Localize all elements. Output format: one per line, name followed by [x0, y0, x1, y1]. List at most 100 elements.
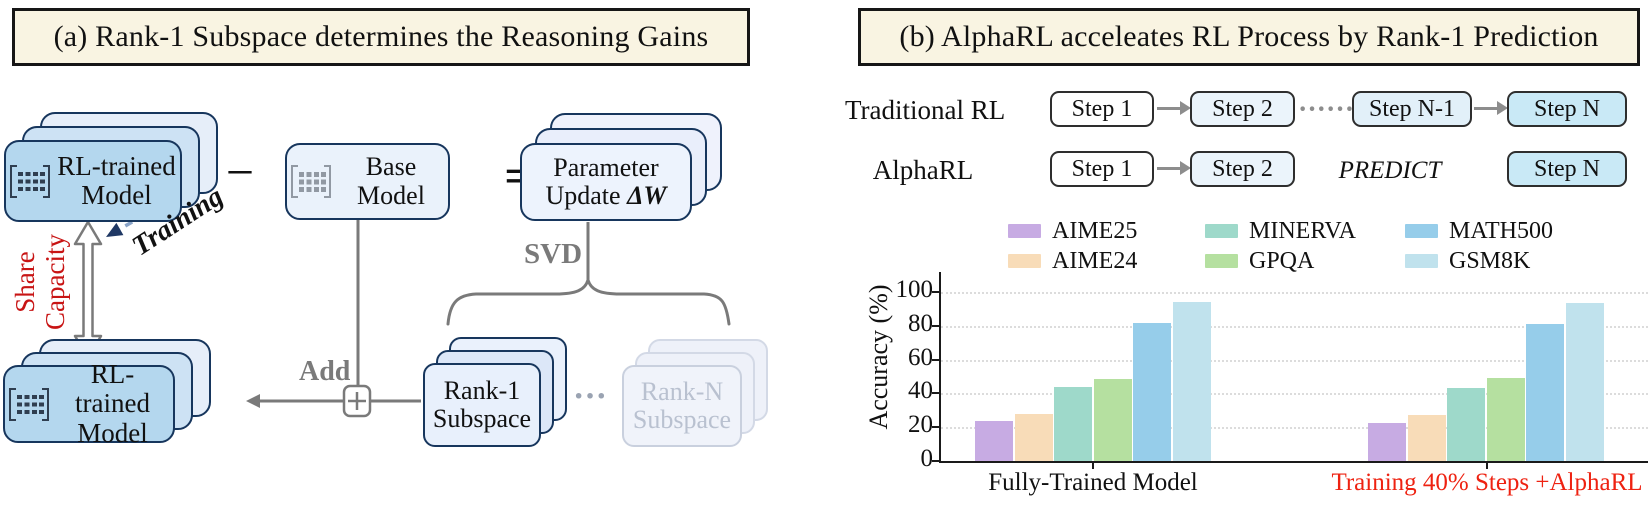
- panel-b-title-box: (b) AlphaRL acceleates RL Process by Ran…: [858, 8, 1640, 66]
- y-tick-label: 100: [895, 276, 934, 303]
- matrix-icon: [9, 387, 49, 421]
- minus-sign: −: [225, 144, 255, 200]
- rank1-subspace-label: Rank-1 Subspace: [432, 375, 532, 433]
- panel-a: (a) Rank-1 Subspace determines the Reaso…: [0, 0, 800, 507]
- panel-a-title-box: (a) Rank-1 Subspace determines the Reaso…: [12, 8, 750, 66]
- bar-math500-0: [1133, 322, 1172, 462]
- x-tick-mark: [1092, 462, 1094, 469]
- category-label: Training 40% Steps +AlphaRL: [1331, 469, 1643, 496]
- y-tick-label: 40: [908, 377, 933, 405]
- bar-minerva-0: [1054, 386, 1093, 462]
- base-model-card: Base Model: [285, 143, 450, 220]
- step-box: Step N-1: [1352, 91, 1472, 127]
- svd-brace: [446, 274, 731, 326]
- step-box: Step 1: [1050, 151, 1154, 187]
- legend-label: AIME25: [1052, 217, 1138, 244]
- matrix-icon: [10, 164, 50, 198]
- step-box: Step N: [1507, 91, 1627, 127]
- y-tick-mark: [932, 358, 941, 361]
- bar-minerva-1: [1447, 388, 1486, 462]
- rl-trained-model-label: RL-trained Model: [75, 359, 150, 448]
- step-arrow-icon: [1157, 167, 1181, 170]
- legend-label: MATH500: [1449, 217, 1554, 244]
- base-model-label: Base Model: [357, 152, 425, 210]
- add-label: Add: [299, 356, 351, 387]
- bar-gsm8k-0: [1173, 302, 1211, 462]
- legend-item-math500: MATH500: [1405, 216, 1553, 246]
- bar-aime24-0: [1014, 413, 1053, 462]
- rankn-subspace-label: Rank-N Subspace: [632, 376, 732, 434]
- legend-label: GPQA: [1249, 247, 1315, 274]
- parameter-update-line2: Update ΔW: [545, 181, 667, 210]
- step-box: Step 1: [1050, 91, 1154, 127]
- y-tick-mark: [932, 291, 941, 293]
- legend-swatch: [1205, 224, 1238, 238]
- svd-label: SVD: [524, 238, 583, 270]
- y-tick-label: 0: [920, 445, 934, 472]
- steps-ellipsis: ······: [1298, 94, 1355, 125]
- matrix-icon: [291, 165, 331, 198]
- y-axis: [939, 272, 942, 463]
- step-arrow-icon: [1157, 107, 1181, 110]
- y-tick-label: 80: [908, 309, 933, 337]
- gridline: [941, 359, 1648, 362]
- gridline: [941, 427, 1648, 430]
- bar-math500-1: [1526, 324, 1565, 462]
- y-tick-mark: [932, 426, 941, 429]
- training-arrowhead-icon: [106, 222, 124, 237]
- bar-aime25-1: [1368, 422, 1406, 462]
- legend-item-aime24: AIME24: [1008, 246, 1159, 276]
- legend-swatch: [1405, 224, 1438, 238]
- legend-label: AIME24: [1052, 247, 1138, 274]
- bar-gpqa-0: [1093, 379, 1132, 462]
- legend-swatch: [1008, 254, 1041, 268]
- rl-trained-model-card: RL-trained Model: [4, 140, 182, 222]
- share-double-arrow-icon: [73, 220, 103, 360]
- category-label: Fully-Trained Model: [988, 469, 1198, 496]
- alpharl-label: AlphaRL: [872, 155, 974, 185]
- legend-item-gsm8k: GSM8K: [1405, 246, 1553, 276]
- legend-item-minerva: MINERVA: [1205, 216, 1359, 246]
- subspace-ellipsis: ···: [572, 378, 608, 415]
- legend-item-gpqa: GPQA: [1205, 246, 1359, 276]
- legend-label: MINERVA: [1249, 217, 1356, 244]
- y-tick-label: 60: [908, 343, 933, 371]
- share-capacity-label: Share Capacity: [10, 234, 70, 330]
- legend-swatch: [1008, 224, 1041, 238]
- y-tick-mark: [932, 392, 941, 395]
- step-box: Step 2: [1190, 91, 1295, 127]
- gridline: [941, 325, 1648, 328]
- rank1-subspace-card: Rank-1 Subspace: [423, 363, 541, 447]
- gridline: [941, 393, 1648, 396]
- y-tick-mark: [932, 324, 941, 327]
- x-axis: [939, 460, 1648, 463]
- panel-b-title: (b) AlphaRL acceleates RL Process by Ran…: [899, 20, 1599, 53]
- step-arrow-icon: [1474, 107, 1498, 110]
- rl-trained-model-label: RL-trained Model: [57, 150, 176, 210]
- gridline: [941, 292, 1648, 294]
- bar-gpqa-1: [1486, 378, 1525, 462]
- panel-a-title: (a) Rank-1 Subspace determines the Reaso…: [53, 20, 709, 53]
- legend-label: GSM8K: [1449, 247, 1531, 274]
- step-box: Step 2: [1190, 151, 1295, 187]
- delta-w: ΔW: [627, 181, 667, 210]
- parameter-update-card: Parameter Update ΔW: [520, 143, 692, 221]
- rl-trained-model-card: RL-trained Model: [3, 360, 175, 447]
- plus-icon: [348, 392, 366, 410]
- bar-aime24-1: [1407, 414, 1446, 462]
- predict-label: PREDICT: [1338, 157, 1442, 184]
- x-tick-mark: [1486, 462, 1488, 469]
- legend-item-aime25: AIME25: [1008, 216, 1159, 246]
- parameter-update-line1: Parameter: [553, 152, 659, 182]
- bar-aime25-0: [975, 420, 1013, 462]
- y-tick-label: 20: [908, 411, 933, 439]
- rankn-subspace-card: Rank-N Subspace: [622, 365, 742, 447]
- bar-gsm8k-1: [1566, 302, 1604, 462]
- step-box: Step N: [1507, 151, 1627, 187]
- y-tick-mark: [932, 460, 941, 462]
- legend-swatch: [1205, 254, 1238, 268]
- legend-swatch: [1405, 254, 1438, 268]
